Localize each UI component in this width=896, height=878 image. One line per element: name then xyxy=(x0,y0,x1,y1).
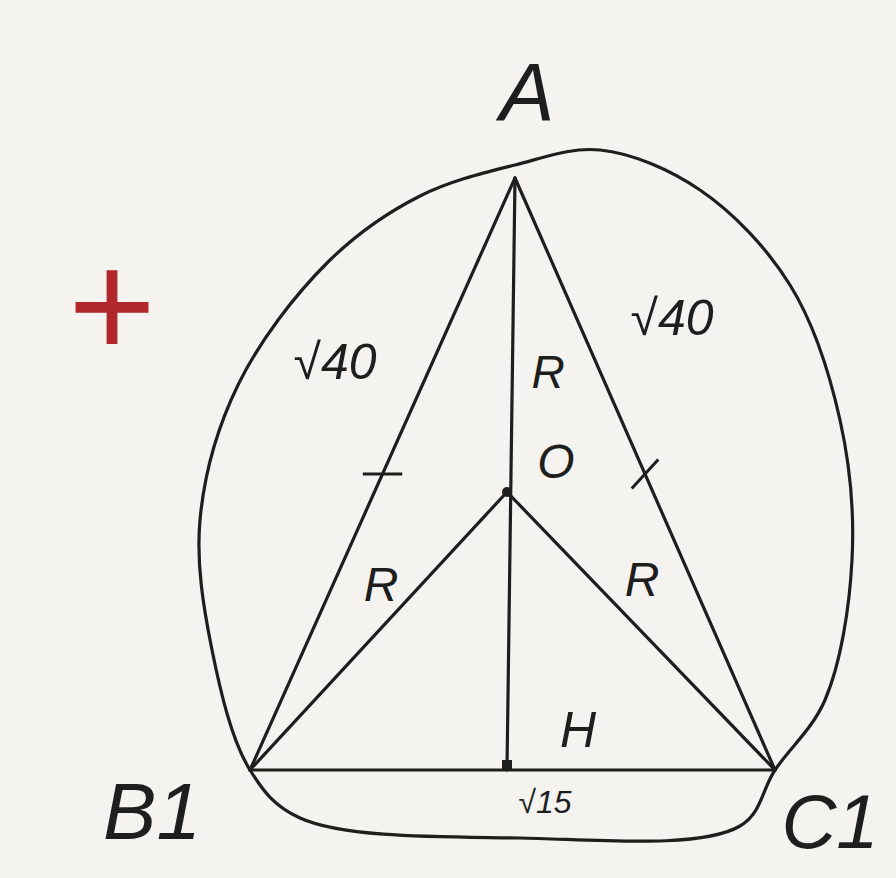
tick-mark xyxy=(632,459,659,488)
point-label: H xyxy=(560,705,596,755)
triangle-segment xyxy=(515,178,775,770)
vertex-label: B1 xyxy=(103,772,201,852)
center-dot xyxy=(502,487,512,497)
point-label: O xyxy=(537,438,574,486)
tick-mark xyxy=(363,472,402,475)
radius-label: R xyxy=(625,556,660,604)
vertex-label: A xyxy=(500,51,555,133)
radius-label: R xyxy=(364,561,399,609)
length-label: √15 xyxy=(518,786,571,818)
vertex-label: C1 xyxy=(781,784,878,860)
triangle-segment xyxy=(507,492,775,770)
check-mark: + xyxy=(68,230,156,380)
length-label: √40 xyxy=(293,337,376,387)
circumcircle xyxy=(199,149,853,841)
right-angle-mark xyxy=(502,760,512,770)
triangle-segment xyxy=(250,492,507,770)
triangle-segment xyxy=(250,178,515,770)
triangle-segment xyxy=(250,768,775,771)
length-label: √40 xyxy=(630,293,713,343)
radius-label: R xyxy=(531,349,564,395)
triangle-segment xyxy=(507,178,515,770)
